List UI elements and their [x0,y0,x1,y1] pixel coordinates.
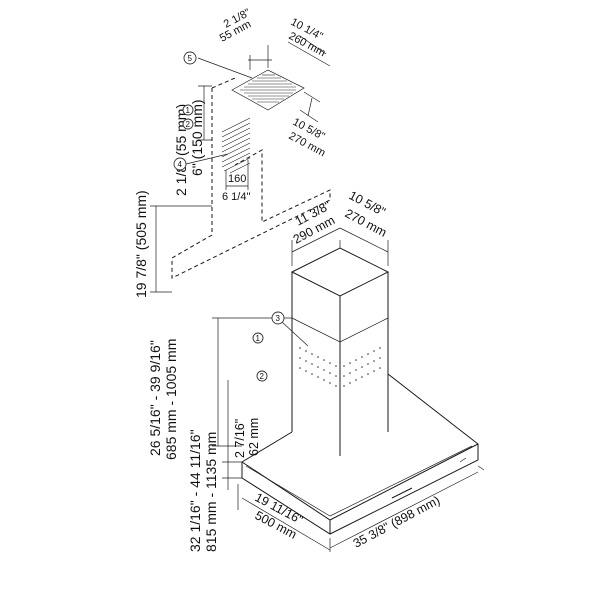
bracket-top-edge [211,77,236,89]
chimney-edges [291,272,389,456]
top-width-lines [248,45,272,70]
svg-text:1: 1 [186,106,191,115]
top-plate-hatch [240,74,296,103]
vent-width-in: 6 1/4" [222,191,250,203]
mount-height-lines [150,205,212,293]
svg-text:3: 3 [276,314,281,323]
chimney-width-lines [291,227,389,266]
control-panel [391,487,413,499]
callout-5: 5 [183,51,197,65]
callout-3: 3 [271,311,285,325]
svg-text:4: 4 [178,160,183,169]
callout5-leader [197,57,253,79]
canopy-width-lines [329,465,485,549]
bracket-vert-dim2-label: 6" (150 mm) [189,99,205,176]
bracket-vert-dim1-label: 2 1/8" (55 mm) [173,104,189,196]
range2-mm: 815 mm - 1135 mm [203,432,219,552]
chimney-vent-dots [299,347,381,387]
canopy-height-in: 2 7/16" [233,419,247,458]
callout-4: 4 [173,157,187,171]
range-hood [241,247,479,535]
chimney-top [290,247,390,297]
range2-in: 32 1/16" - 44 11/16" [187,429,203,552]
vent-hatch [221,117,251,174]
svg-text:2: 2 [260,372,265,381]
callout-1: 1 [182,104,194,116]
vertical-dim-lines [198,85,212,141]
canopy-height-lines [222,446,242,490]
callout3-leader [281,321,309,347]
callout-2b: 2 [256,370,268,382]
canopy-depth-lines [237,484,331,552]
canopy-bevel [245,445,473,517]
range1-mm: 685 mm - 1005 mm [163,339,179,460]
side-lines [299,91,321,123]
callout-1b: 1 [252,332,264,344]
svg-text:2: 2 [186,120,191,129]
mount-height-label: 19 7/8" (505 mm) [133,190,149,298]
bracket-top-plate [231,69,305,111]
callout4-leader [185,153,229,165]
control-light [459,457,467,463]
range1-in: 26 5/16" - 39 9/16" [147,340,163,456]
canopy-height-mm: 62 mm [247,418,261,456]
vent-width-mm: 160 [228,173,246,185]
depth-lines [287,35,331,67]
chimney-joint [291,317,389,343]
mounting-bracket [150,35,331,293]
svg-text:1: 1 [256,334,261,343]
bracket-dashed-outline [171,88,331,279]
svg-text:5: 5 [188,54,193,63]
callout-2: 2 [182,118,194,130]
canopy-top [241,373,479,521]
vent-dimension-lines [225,160,249,190]
